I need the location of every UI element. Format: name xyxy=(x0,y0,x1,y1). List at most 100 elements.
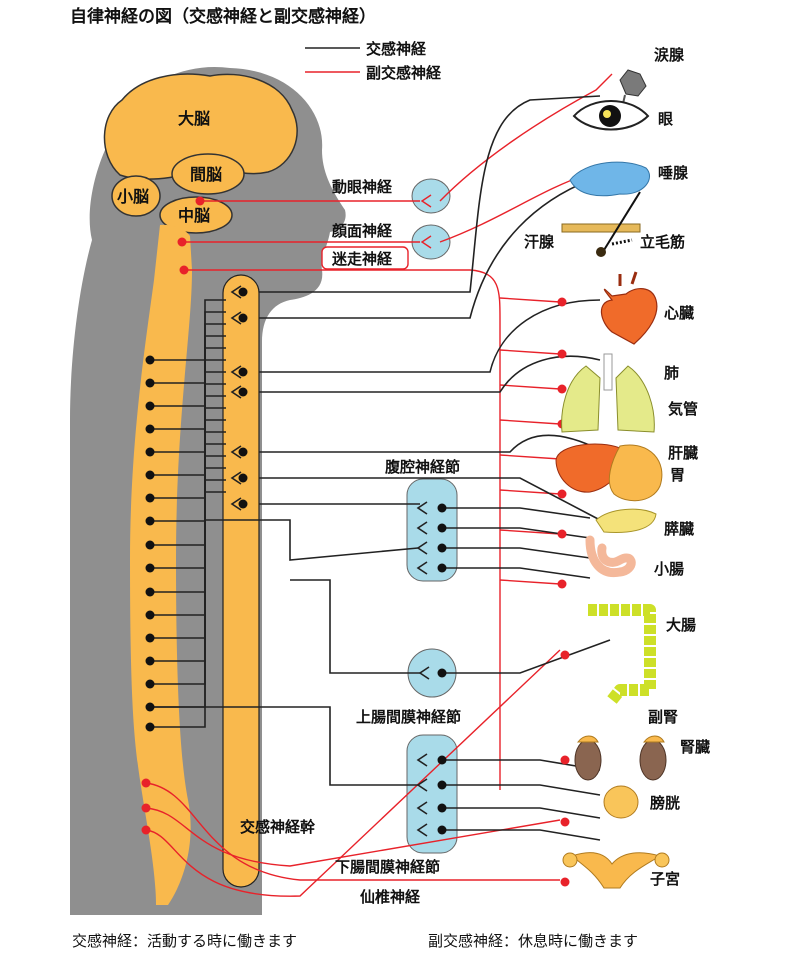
sweat-gland-label: 汗腺 xyxy=(524,233,555,251)
diencephalon xyxy=(171,153,245,195)
vagus-target-node xyxy=(557,579,567,589)
spinal-sympathetic-node xyxy=(145,470,155,480)
celiac-synapse xyxy=(416,501,428,515)
trunk-node xyxy=(238,499,248,509)
lacrimal-label: 涙腺 xyxy=(654,46,685,64)
sacral-origin-node xyxy=(141,778,151,788)
celiac-node xyxy=(437,543,447,553)
ovary-left xyxy=(562,852,578,868)
cerebellum-label: 小脳 xyxy=(117,187,149,206)
trunk-node xyxy=(238,313,248,323)
sacral-fiber-1 xyxy=(145,782,560,881)
trachea-label: 気管 xyxy=(668,400,698,418)
trachea xyxy=(603,353,613,391)
eye-label: 眼 xyxy=(658,110,673,128)
adrenal-right xyxy=(642,735,665,743)
spinal-sympathetic-node xyxy=(145,633,155,643)
uterus-label: 子宮 xyxy=(650,870,680,888)
trunk-to-inf-mesenteric xyxy=(150,706,418,786)
stomach xyxy=(608,444,663,502)
lung-left xyxy=(561,365,601,433)
trunk-synapse-marker xyxy=(230,445,242,459)
celiac-synapse xyxy=(416,561,428,575)
spinal-sympathetic-node xyxy=(145,679,155,689)
lung-label: 肺 xyxy=(664,364,679,382)
inf-mesenteric-node xyxy=(437,825,447,835)
spinal-sympathetic-node xyxy=(145,447,155,457)
legend: 交感神経 副交感神経 xyxy=(305,40,442,82)
liver-label: 肝臓 xyxy=(668,444,698,462)
oculomotor-synapse xyxy=(420,194,432,208)
sacral-origin-node xyxy=(141,803,151,813)
celiac-output-fiber xyxy=(442,567,591,579)
oculomotor-to-lacrimal xyxy=(439,73,613,202)
vagus-origin-node xyxy=(179,265,189,275)
spinal-sympathetic-node xyxy=(145,610,155,620)
sympathetic-organ-fiber xyxy=(259,355,601,393)
trunk-node xyxy=(238,367,248,377)
spinal-sympathetic-node xyxy=(145,587,155,597)
vagus-branch xyxy=(499,419,561,425)
vagus-branch xyxy=(499,454,561,460)
vagus-branch xyxy=(499,297,561,303)
inf-mesenteric-synapse xyxy=(416,801,428,815)
skin-layer xyxy=(561,223,641,233)
stomach-label: 胃 xyxy=(670,466,685,484)
sympathetic-organ-fiber xyxy=(259,477,601,521)
vagus-nerve-box xyxy=(321,246,409,270)
spinal-sympathetic-node xyxy=(145,493,155,503)
sacral-fiber-2 xyxy=(145,807,561,867)
sympathetic-organ-fiber xyxy=(259,299,601,373)
spinal-sympathetic-node xyxy=(145,355,155,365)
nerve-lines xyxy=(145,73,613,897)
heart-vessels xyxy=(618,271,638,286)
caption-sympathetic: 交感神経：活動する時に働きます xyxy=(72,932,297,950)
vagus-target-node xyxy=(557,384,567,394)
spinal-sympathetic-node xyxy=(145,656,155,666)
inf-mesenteric-output xyxy=(442,829,601,841)
sup-mesenteric-node xyxy=(437,668,447,678)
vagus-nerve-label: 迷走神経 xyxy=(331,250,393,268)
sacral-target-node xyxy=(560,755,570,765)
lung-right xyxy=(615,365,655,433)
sacral-origin-node xyxy=(141,825,151,835)
sacral-fiber-3 xyxy=(145,649,561,897)
vagus-target-node xyxy=(557,349,567,359)
spinal-cord xyxy=(130,224,192,905)
vagus-branch xyxy=(499,579,561,585)
kidney-right xyxy=(639,739,667,781)
midbrain-label: 中脳 xyxy=(178,206,210,225)
kidney-label: 腎臓 xyxy=(680,738,710,756)
cerebellum xyxy=(111,175,161,217)
spinal-sympathetic-node xyxy=(145,516,155,526)
midbrain xyxy=(159,196,233,234)
trunk-synapse-marker xyxy=(230,385,242,399)
vagus-target-node xyxy=(557,297,567,307)
legend-parasympathetic-label: 副交感神経 xyxy=(366,64,442,82)
celiac-output-fiber xyxy=(442,527,591,539)
celiac-ganglion xyxy=(406,478,458,582)
inferior-mesenteric-ganglion-label: 下腸間膜神経節 xyxy=(335,858,440,876)
celiac-node xyxy=(437,503,447,513)
arrector-label: 立毛筋 xyxy=(640,233,685,251)
trunk-node xyxy=(238,447,248,457)
large-intestine-label: 大腸 xyxy=(666,616,696,634)
sup-mesenteric-output xyxy=(442,639,611,674)
sympathetic-trunk xyxy=(222,274,260,888)
trunk-to-sup-mesenteric xyxy=(290,579,420,674)
salivary-gland xyxy=(569,161,651,197)
superior-mesenteric-ganglion-label: 上腸間膜神経節 xyxy=(356,708,461,726)
sympathetic-organ-fiber xyxy=(259,179,591,319)
spinal-to-trunk-fiber xyxy=(150,491,226,728)
organs xyxy=(555,69,670,889)
vagus-target-node xyxy=(557,529,567,539)
sacral-nerve-label: 仙椎神経 xyxy=(360,888,421,906)
facial-origin-node xyxy=(177,237,187,247)
celiac-node xyxy=(437,563,447,573)
pancreas-label: 膵臓 xyxy=(664,520,694,538)
arrector-muscle xyxy=(611,238,633,246)
heart-label: 心臓 xyxy=(664,304,694,322)
spinal-sympathetic-node xyxy=(145,401,155,411)
legend-sympathetic-label: 交感神経 xyxy=(366,40,427,58)
